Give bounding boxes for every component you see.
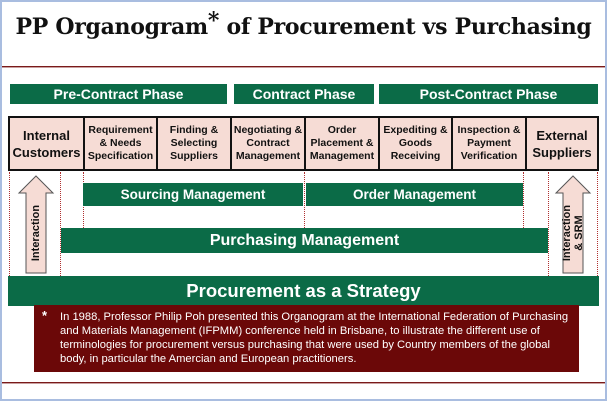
box-expediting: Expediting & Goods Receiving <box>380 118 453 169</box>
title-divider <box>2 66 605 68</box>
box-order-placement: Order Placement & Management <box>306 118 380 169</box>
up-arrow-icon <box>554 175 592 274</box>
phase-post-contract: Post-Contract Phase <box>379 84 598 104</box>
bottom-divider <box>2 382 605 384</box>
sourcing-management-bar: Sourcing Management <box>83 183 303 206</box>
interaction-srm-line1: Interaction <box>561 204 573 262</box>
box-finding-suppliers: Finding & Selecting Suppliers <box>158 118 232 169</box>
purchasing-management-bar: Purchasing Management <box>61 228 548 253</box>
guide-line <box>60 172 61 276</box>
footnote-box: * In 1988, Professor Philip Poh presente… <box>34 305 579 372</box>
title-rest: of Procurement vs Purchasing <box>219 14 592 40</box>
guide-line <box>548 172 549 276</box>
interaction-srm-label: Interaction& SRM <box>561 192 585 274</box>
process-row: Internal Customers Requirement & Needs S… <box>8 116 599 171</box>
footnote-asterisk: * <box>42 308 48 323</box>
title-main: PP Organogram <box>15 14 209 40</box>
title-asterisk: * <box>207 8 220 34</box>
guide-line <box>597 172 598 276</box>
box-internal-customers: Internal Customers <box>10 118 85 169</box>
box-external-suppliers: External Suppliers <box>532 127 592 160</box>
order-management-bar: Order Management <box>306 183 523 206</box>
interaction-srm-line2: & SRM <box>573 215 585 251</box>
guide-line <box>523 172 524 228</box>
interaction-label: Interaction <box>30 204 42 262</box>
guide-line <box>9 172 10 276</box>
page-title: PP Organogram* of Procurement vs Purchas… <box>0 8 607 40</box>
phase-contract: Contract Phase <box>234 84 374 104</box>
box-negotiating: Negotiating & Contract Management <box>232 118 306 169</box>
interaction-arrow-left: Interaction <box>17 175 55 274</box>
box-inspection: Inspection & Payment Verification <box>453 118 527 169</box>
up-arrow-icon <box>17 175 55 274</box>
interaction-srm-arrow-right: Interaction& SRM <box>554 175 592 274</box>
footnote-text: In 1988, Professor Philip Poh presented … <box>60 311 569 365</box>
guide-line <box>304 172 305 228</box>
procurement-strategy-bar: Procurement as a Strategy <box>8 276 599 306</box>
box-requirement: Requirement & Needs Specification <box>85 118 158 169</box>
phase-pre-contract: Pre-Contract Phase <box>10 84 227 104</box>
